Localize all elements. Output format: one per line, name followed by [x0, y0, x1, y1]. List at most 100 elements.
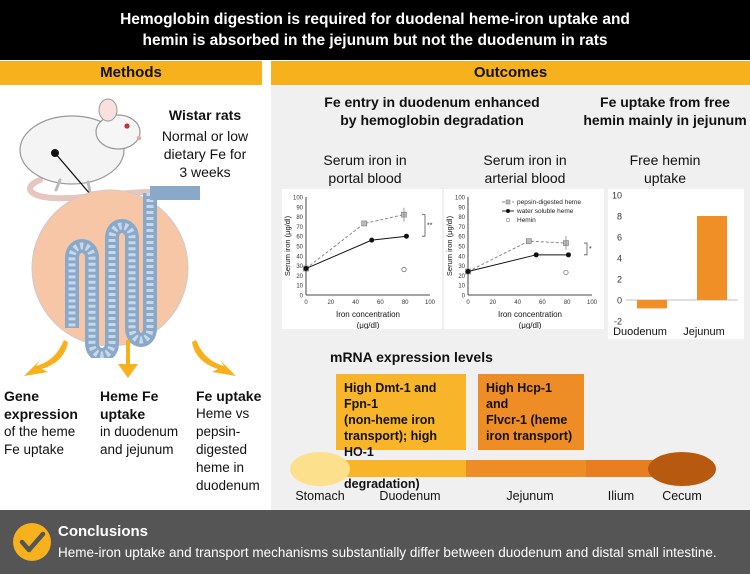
significance-bracket — [584, 242, 588, 256]
method-item-gene-line-2: of the heme — [4, 424, 76, 439]
x-tick-label: 100 — [587, 300, 598, 306]
y-tick-label: 20 — [458, 274, 465, 280]
portal-chart-title-1: Serum iron in — [323, 152, 407, 168]
hemin-chart-title-2: uptake — [643, 170, 687, 186]
data-point — [369, 237, 375, 243]
method-arrows — [24, 340, 236, 378]
data-point — [533, 252, 539, 258]
hemin-chart-title-1: Free hemin — [629, 152, 701, 168]
significance-label: * — [589, 246, 592, 253]
data-point — [563, 269, 569, 276]
arterial-chart-title-2: arterial blood — [484, 170, 566, 186]
duodenum-expression-line-1: High Dmt-1 and Fpn-1 — [344, 381, 437, 411]
outcome-heading-left-2: by hemoglobin degradation — [340, 112, 524, 128]
method-item-heme-line-1: uptake — [100, 406, 146, 422]
method-item-fe-line-1: Heme vs — [196, 406, 250, 421]
gut-label-duodenum: Duodenum — [379, 489, 441, 503]
rat-villi-illustration — [19, 98, 200, 358]
y-tick-label: 50 — [458, 245, 465, 251]
outcome-heading-left-1: Fe entry in duodenum enhanced — [324, 94, 540, 110]
mrna-title: mRNA expression levels — [330, 349, 493, 365]
method-item-fe-line-3: digested — [196, 442, 248, 457]
data-point — [403, 233, 409, 239]
bar-label-duodenum: Duodenum — [613, 326, 667, 338]
rat-diet-line-3: 3 weeks — [179, 164, 231, 180]
x-tick-label: 100 — [425, 300, 436, 306]
y-tick-label: 50 — [296, 245, 303, 251]
jejunum-segment — [466, 460, 586, 477]
x-axis-label-unit: (μg/dl) — [357, 321, 380, 329]
legend-marker — [505, 199, 511, 205]
x-axis-label-unit: (μg/dl) — [519, 321, 542, 329]
y-tick-label: 10 — [458, 284, 465, 290]
legend-label: pepsin-digested heme — [517, 199, 581, 206]
method-item-gene-title: Gene — [4, 388, 40, 404]
data-point — [465, 268, 471, 274]
jejunum-expression-line-3: iron transport) — [486, 429, 573, 443]
x-tick-label: 60 — [539, 300, 546, 306]
method-item-heme-line-3: and jejunum — [100, 442, 174, 457]
series-line-0 — [467, 240, 566, 272]
y-tick-label: 100 — [455, 196, 466, 202]
legend-marker — [505, 217, 511, 223]
data-point — [361, 220, 368, 227]
method-item-fe-line-2: pepsin- — [196, 424, 241, 439]
legend-label: water soluble heme — [516, 208, 574, 215]
gut-diagram — [290, 452, 716, 486]
title-line-1: Hemoglobin digestion is required for duo… — [120, 11, 630, 28]
series-line-1 — [305, 235, 407, 269]
portal-chart-title-2: portal blood — [328, 170, 402, 186]
gut-label-stomach: Stomach — [295, 489, 345, 503]
method-item-heme-line-2: in duodenum — [100, 424, 179, 439]
stomach-shape — [290, 452, 350, 486]
legend-marker — [506, 209, 510, 213]
outcome-heading-right-2: hemin mainly in jejunum — [583, 112, 747, 128]
y-tick-label: 0 — [617, 296, 622, 306]
data-point — [401, 266, 407, 273]
rat-diet-line-1: Normal or low — [161, 128, 249, 144]
y-axis-label: Serum iron (μg/dl) — [283, 215, 292, 276]
y-tick-label: 0 — [300, 294, 304, 300]
rat-strain-label: Wistar rats — [168, 107, 242, 123]
duodenum-segment — [336, 460, 466, 477]
conclusions-title: Conclusions — [58, 523, 149, 540]
data-point — [525, 238, 532, 244]
y-tick-label: -2 — [614, 317, 622, 327]
y-tick-label: 100 — [293, 196, 304, 202]
x-tick-label: 20 — [327, 300, 334, 306]
series-line-0 — [305, 214, 405, 269]
y-tick-label: 80 — [458, 215, 465, 221]
x-axis-label: Iron concentration — [498, 310, 562, 319]
villi-icon — [31, 186, 200, 358]
method-item-fe-line-4: heme in — [196, 460, 245, 475]
y-tick-label: 20 — [296, 274, 303, 280]
conclusions-panel: Conclusions Heme-iron uptake and transpo… — [0, 510, 750, 574]
infographic-title: Hemoglobin digestion is required for duo… — [0, 0, 750, 60]
y-tick-label: 30 — [296, 264, 303, 270]
y-tick-label: 6 — [617, 233, 622, 243]
arrow-down-icon — [24, 340, 236, 378]
legend-label: Hemin — [517, 217, 536, 224]
x-tick-label: 40 — [352, 300, 359, 306]
y-tick-label: 60 — [458, 235, 465, 241]
jejunum-expression-box: High Hcp-1 and Flvcr-1 (heme iron transp… — [478, 374, 584, 450]
method-item-fe-title: Fe uptake — [196, 388, 262, 404]
y-tick-label: 40 — [296, 254, 303, 260]
outcome-heading-right-1: Fe uptake from free — [600, 94, 730, 110]
bar-duodenum — [637, 300, 667, 309]
data-point — [565, 252, 571, 258]
cecum-shape — [648, 452, 716, 486]
x-tick-label: 80 — [402, 300, 409, 306]
y-tick-label: 90 — [296, 205, 303, 211]
y-tick-label: 80 — [296, 215, 303, 221]
duodenum-expression-box: High Dmt-1 and Fpn-1 (non-heme iron tran… — [336, 374, 466, 491]
x-tick-label: 0 — [304, 300, 308, 306]
x-tick-label: 60 — [377, 300, 384, 306]
y-tick-label: 60 — [296, 235, 303, 241]
x-tick-label: 0 — [466, 300, 470, 306]
gut-label-jejunum: Jejunum — [506, 489, 554, 503]
duodenum-expression-line-3: transport); high HO-1 — [344, 429, 438, 459]
